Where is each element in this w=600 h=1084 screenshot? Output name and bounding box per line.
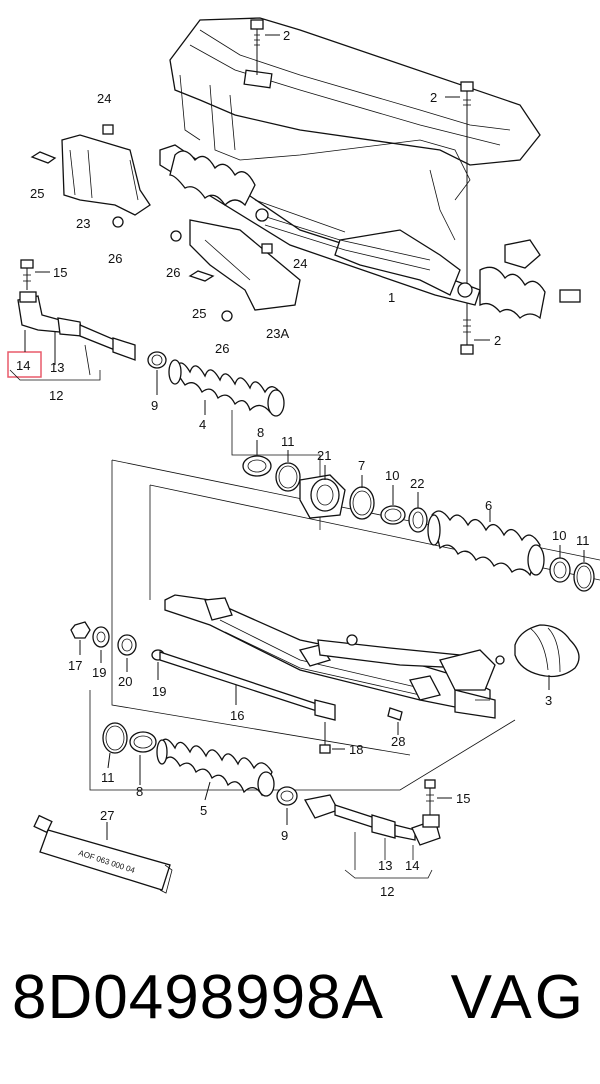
- steering-rack-body: [164, 594, 505, 719]
- clamp-10-top: [380, 485, 406, 525]
- callout-4: 4: [199, 417, 206, 432]
- callout-24b: 24: [293, 256, 307, 271]
- callout-19b: 19: [152, 684, 166, 699]
- callout-26a: 26: [108, 251, 122, 266]
- callout-26b: 26: [166, 265, 180, 280]
- callout-13b: 13: [378, 858, 392, 873]
- callout-11c: 11: [101, 770, 115, 785]
- callout-12b: 12: [380, 884, 394, 899]
- callout-25a: 25: [30, 186, 44, 201]
- callout-14b: 14: [405, 858, 419, 873]
- callout-6: 6: [485, 498, 492, 513]
- callout-11b: 11: [576, 533, 590, 548]
- bracket-21: [299, 465, 346, 519]
- callout-5: 5: [200, 803, 207, 818]
- heat-shield-23a: [170, 219, 301, 322]
- boot-5: [156, 738, 275, 801]
- ring-7: [349, 475, 375, 520]
- callout-10b: 10: [552, 528, 566, 543]
- callout-8b: 8: [136, 784, 143, 799]
- part-number: 8D0498998A: [12, 963, 384, 1032]
- tie-rod-13-top: [57, 317, 136, 361]
- boot-4: [168, 359, 285, 417]
- clamp-8-top: [242, 440, 272, 477]
- callout-10a: 10: [385, 468, 399, 483]
- callout-23: 23: [76, 216, 90, 231]
- callout-17: 17: [68, 658, 82, 673]
- callout-16: 16: [230, 708, 244, 723]
- ring-22: [408, 492, 428, 533]
- tie-rod-end-14-top: [17, 291, 61, 333]
- bolt-18: [319, 722, 345, 754]
- bolt-2-bottom: [460, 300, 490, 355]
- callout-21: 21: [317, 448, 331, 463]
- steering-rack-exploded-diagram: 2 2 2 24 24 25 25 23 23A 26 26 26 1 15 1…: [7, 17, 600, 899]
- ring-11-top: [275, 450, 301, 492]
- callout-24a: 24: [97, 91, 111, 106]
- callout-8a: 8: [257, 425, 264, 440]
- bush-20: [117, 634, 137, 672]
- washer-19-left: [92, 626, 110, 663]
- cover-3: [514, 624, 580, 690]
- bolt-15-top: [20, 259, 50, 290]
- callout-12a: 12: [49, 388, 63, 403]
- callout-26c: 26: [215, 341, 229, 356]
- callout-25b: 25: [192, 306, 206, 321]
- ring-11-right: [573, 550, 595, 592]
- bolt-2-top: [250, 19, 280, 75]
- steering-rack-1: [159, 144, 581, 320]
- callout-11a: 11: [281, 434, 295, 449]
- tie-rod-end-14-bottom: [411, 814, 441, 846]
- callout-18: 18: [349, 742, 363, 757]
- callout-13a: 13: [50, 360, 64, 375]
- clamp-8-bottom: [129, 731, 157, 785]
- callout-2b: 2: [430, 90, 437, 105]
- footer: 8D0498998A VAG: [0, 948, 600, 1068]
- callout-27: 27: [100, 808, 114, 823]
- callout-3: 3: [545, 693, 552, 708]
- bolt-2-right: [445, 81, 474, 290]
- callout-14a: 14: [16, 358, 30, 373]
- clamp-10-right: [549, 545, 571, 583]
- callout-15b: 15: [456, 791, 470, 806]
- subframe: [169, 17, 541, 241]
- callout-9a: 9: [151, 398, 158, 413]
- callout-2a: 2: [283, 28, 290, 43]
- bolt-28: [387, 707, 403, 735]
- callout-9b: 9: [281, 828, 288, 843]
- heat-shield-23: [30, 124, 151, 228]
- callout-2c: 2: [494, 333, 501, 348]
- callout-20: 20: [118, 674, 132, 689]
- callout-7: 7: [358, 458, 365, 473]
- grease-tube-27: [33, 814, 173, 894]
- callout-1: 1: [388, 290, 395, 305]
- bolt-15-bottom: [424, 779, 452, 815]
- brand-label: VAG: [450, 963, 586, 1032]
- callout-19a: 19: [92, 665, 106, 680]
- nut-17: [70, 621, 91, 655]
- clamp-9-bottom: [276, 786, 298, 825]
- callout-28: 28: [391, 734, 405, 749]
- callout-22: 22: [410, 476, 424, 491]
- tie-rod-16: [151, 649, 336, 721]
- boot-6: [427, 510, 545, 577]
- callout-15a: 15: [53, 265, 67, 280]
- callout-23a: 23A: [266, 326, 289, 341]
- clamp-9-top: [147, 351, 167, 395]
- tie-rod-13-bottom: [303, 794, 416, 841]
- ring-11-bottom: [102, 722, 128, 769]
